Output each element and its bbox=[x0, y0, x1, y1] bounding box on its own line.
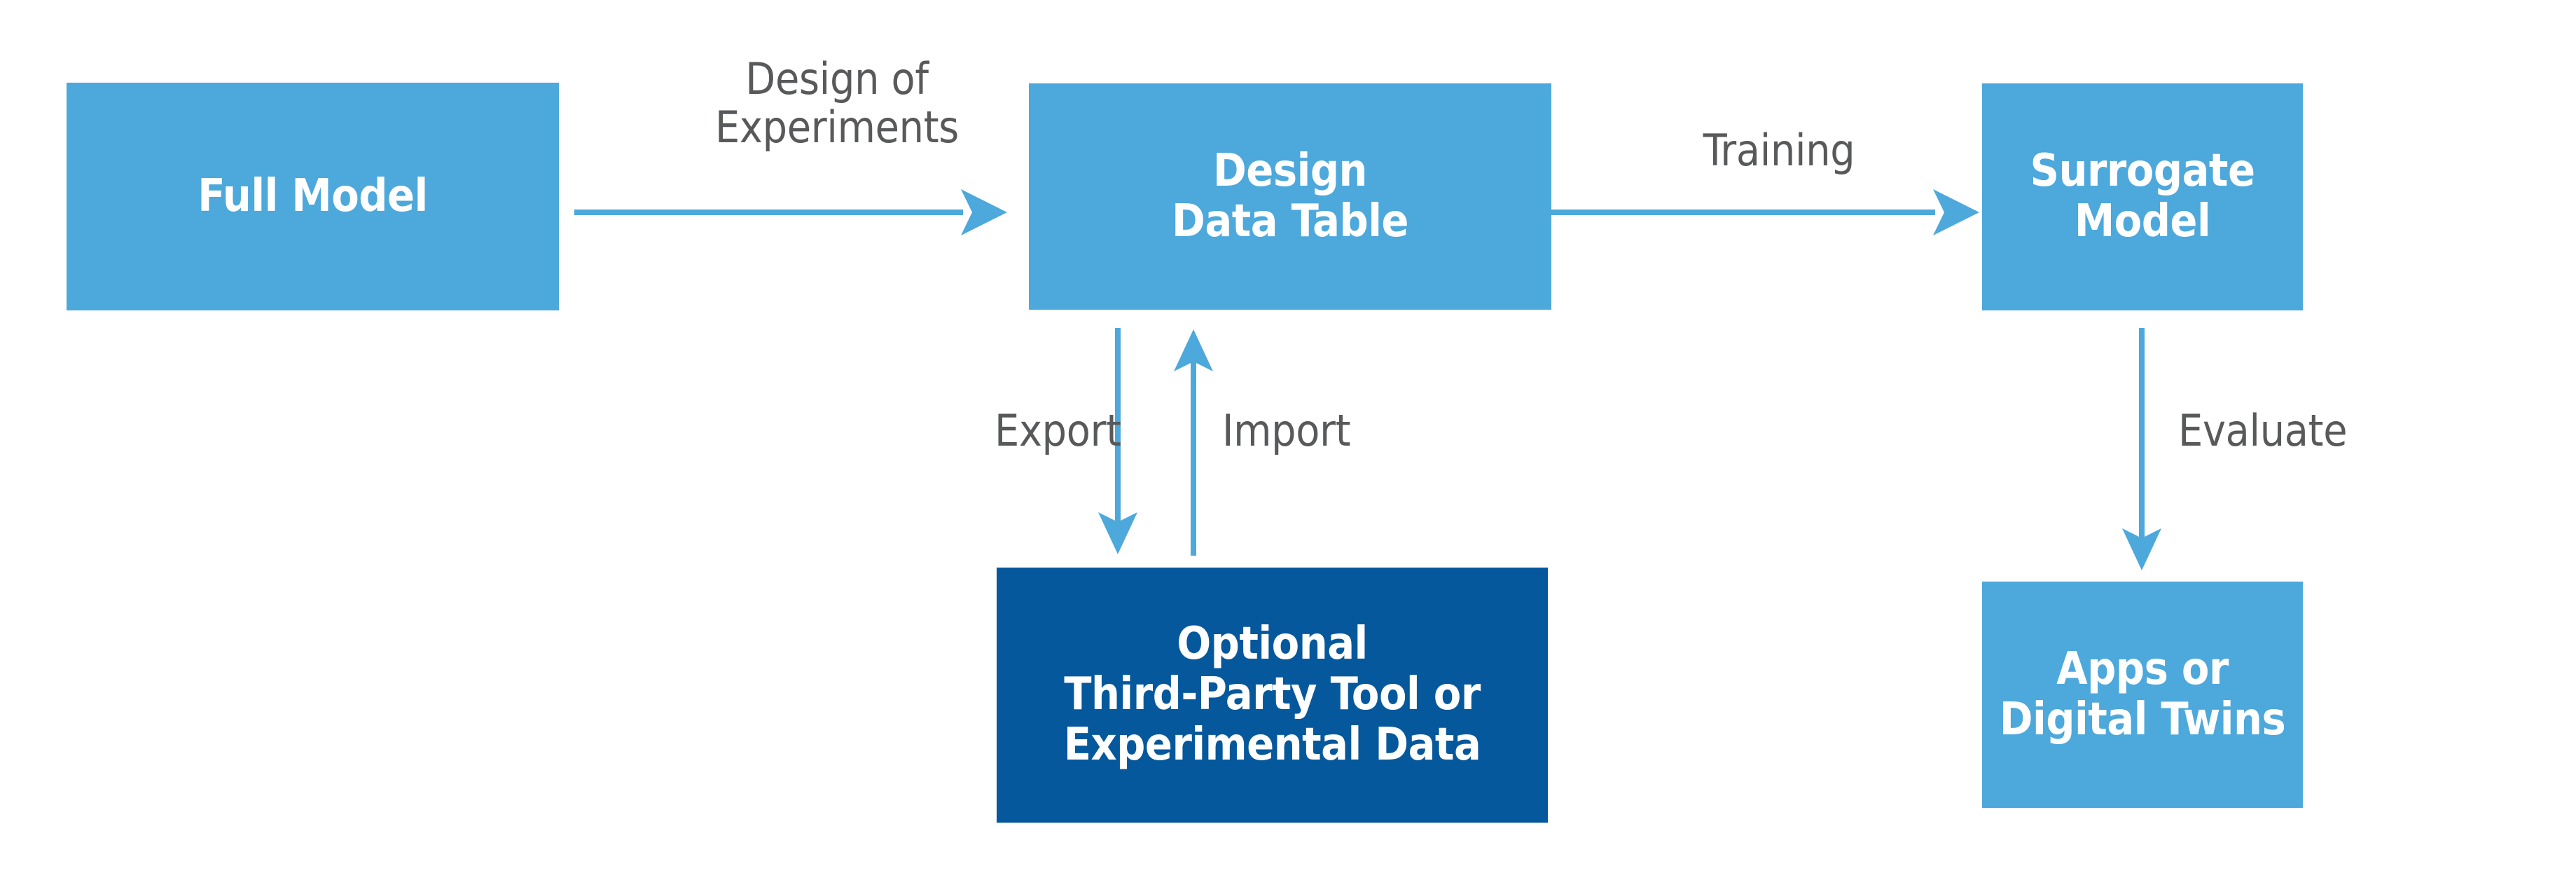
node-design-data-table[interactable]: Design Data Table bbox=[1029, 83, 1551, 310]
node-optional-third-party-tool[interactable]: Optional Third-Party Tool or Experimenta… bbox=[997, 568, 1548, 823]
edge-label-evaluate: Evaluate bbox=[2178, 405, 2348, 456]
node-surrogate-model[interactable]: Surrogate Model bbox=[1982, 83, 2303, 310]
arrow-evaluate bbox=[2122, 328, 2161, 570]
arrow-training bbox=[1543, 189, 1979, 235]
arrow-import bbox=[1174, 329, 1213, 556]
node-surrogate-model-label: Surrogate Model bbox=[2030, 145, 2256, 247]
edge-label-import: Import bbox=[1222, 405, 1351, 456]
arrow-design-of-experiments bbox=[574, 189, 1007, 235]
node-apps-or-digital-twins[interactable]: Apps or Digital Twins bbox=[1982, 582, 2303, 808]
node-full-model[interactable]: Full Model bbox=[67, 83, 559, 310]
node-apps-or-digital-twins-label: Apps or Digital Twins bbox=[1999, 643, 2286, 746]
edge-label-export: Export bbox=[995, 405, 1121, 456]
node-optional-third-party-tool-label: Optional Third-Party Tool or Experimenta… bbox=[1063, 618, 1481, 771]
node-design-data-table-label: Design Data Table bbox=[1172, 144, 1408, 247]
edge-label-training: Training bbox=[1703, 125, 1855, 176]
node-full-model-label: Full Model bbox=[198, 170, 428, 222]
edge-label-design-of-experiments: Design of Experiments bbox=[714, 53, 960, 153]
